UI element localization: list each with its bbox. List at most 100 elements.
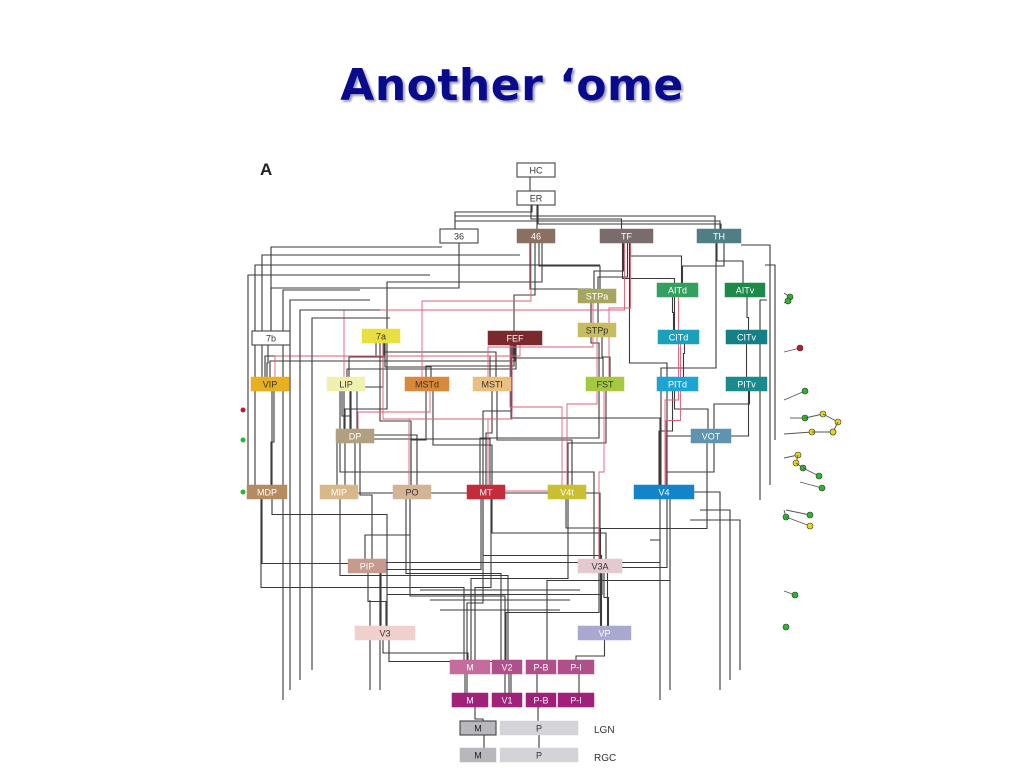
connection-MSTl-a7a [384,343,497,377]
area-label: 7b [266,334,276,344]
area-box [696,228,742,244]
frame-route [261,254,520,377]
area-box [472,376,512,392]
connection-LGNM-V1M [474,707,484,721]
side-node [782,623,790,631]
area-box [724,282,766,298]
connection-MSTd-FEF [425,345,515,377]
slide-title: Another ‘ome [340,60,684,111]
area-citv: CITv [725,329,768,345]
side-node [240,407,246,413]
area-citd: CITd [657,329,700,345]
connection-LIP-FEF [346,345,517,377]
area-pitv: PITv [725,376,768,392]
area-box [599,228,654,244]
area-label: HC [530,166,543,176]
connection-STPa-TF [593,243,625,289]
area-v2: V2 [491,659,523,675]
frame-route [282,289,360,700]
area-label: CITd [669,333,689,343]
area-box [451,692,489,708]
area-box [656,376,699,392]
connection-VIP-a7b [266,345,269,377]
area-dp: DP [335,428,375,444]
area-v1pb: P-B [525,692,557,708]
area-label: PIP [360,562,375,572]
area-box [459,747,497,763]
area-label: M [474,724,482,734]
area-box [487,330,543,346]
area-label: M [466,696,474,706]
connection-V2M-V3 [382,640,469,660]
connection-V2PB-V4 [546,499,671,660]
connection-VIP-a7a [264,343,377,377]
connection-PO-FEF [408,345,513,485]
area-label: V2 [501,663,512,673]
area-label: PO [405,488,418,498]
area-mip: MIP [319,484,359,500]
area-pitd: PITd [656,376,699,392]
area-label: 46 [531,232,541,242]
frame-route [299,309,380,680]
area-box [557,659,595,675]
area-aitv: AITv [724,282,766,298]
connection-PO-MSTd [410,391,427,485]
side-node [791,591,799,599]
area-box [250,376,290,392]
area-box [690,428,732,444]
connection-VIP-FEF [269,345,516,377]
connection-MT-FST [479,391,600,485]
connection-V2M-V4t [470,499,569,660]
area-label: VOT [702,432,721,442]
area-hc: HC [516,162,556,178]
area-label: FEF [507,334,525,344]
area-v2m: M [449,659,491,675]
area-a7b: 7b [251,330,291,346]
area-er: ER [516,190,556,206]
area-label: VIP [263,380,278,390]
area-label: VP [598,629,610,639]
frame-route [455,215,716,229]
connection-AITd-TH [681,243,725,283]
connection-CITv-AITv [746,297,750,330]
area-box [656,282,699,298]
area-label: 36 [454,232,464,242]
connection-TH-ER [537,205,722,229]
area-label: FST [597,380,615,390]
side-link [783,390,806,401]
area-label: DP [349,432,362,442]
area-label: ER [530,194,543,204]
connection-STPa-a46 [538,243,601,289]
area-box [439,228,479,244]
area-box [319,484,359,500]
frame-route [690,519,741,670]
connection-CITd-TF [621,243,676,330]
connection-TF-ER [530,205,623,229]
connection-V3A-FST [598,391,605,559]
area-box [361,328,401,344]
connection-V2-V3A [505,573,600,660]
connection-MT-MSTl [485,391,493,485]
area-box [347,558,387,574]
area-box [516,162,556,178]
area-label: PITv [737,380,756,390]
area-box [491,659,523,675]
area-label: V4t [560,488,574,498]
area-rgcm: M [459,747,497,763]
side-node [784,297,792,305]
area-box [633,484,695,500]
area-lip: LIP [326,376,366,392]
area-label: LIP [339,380,353,390]
area-label: MIP [331,488,347,498]
side-node [806,511,814,519]
connection-a36-ER [454,205,533,229]
area-label: AITd [668,286,687,296]
area-label: MSTl [482,380,503,390]
area-v4: V4 [633,484,695,500]
connection-V2PI-VP [575,640,606,660]
area-fst: FST [585,376,625,392]
area-box [585,376,625,392]
connection-VP-VOT [599,443,708,626]
area-label: P [536,724,542,734]
frame-route [741,244,771,485]
